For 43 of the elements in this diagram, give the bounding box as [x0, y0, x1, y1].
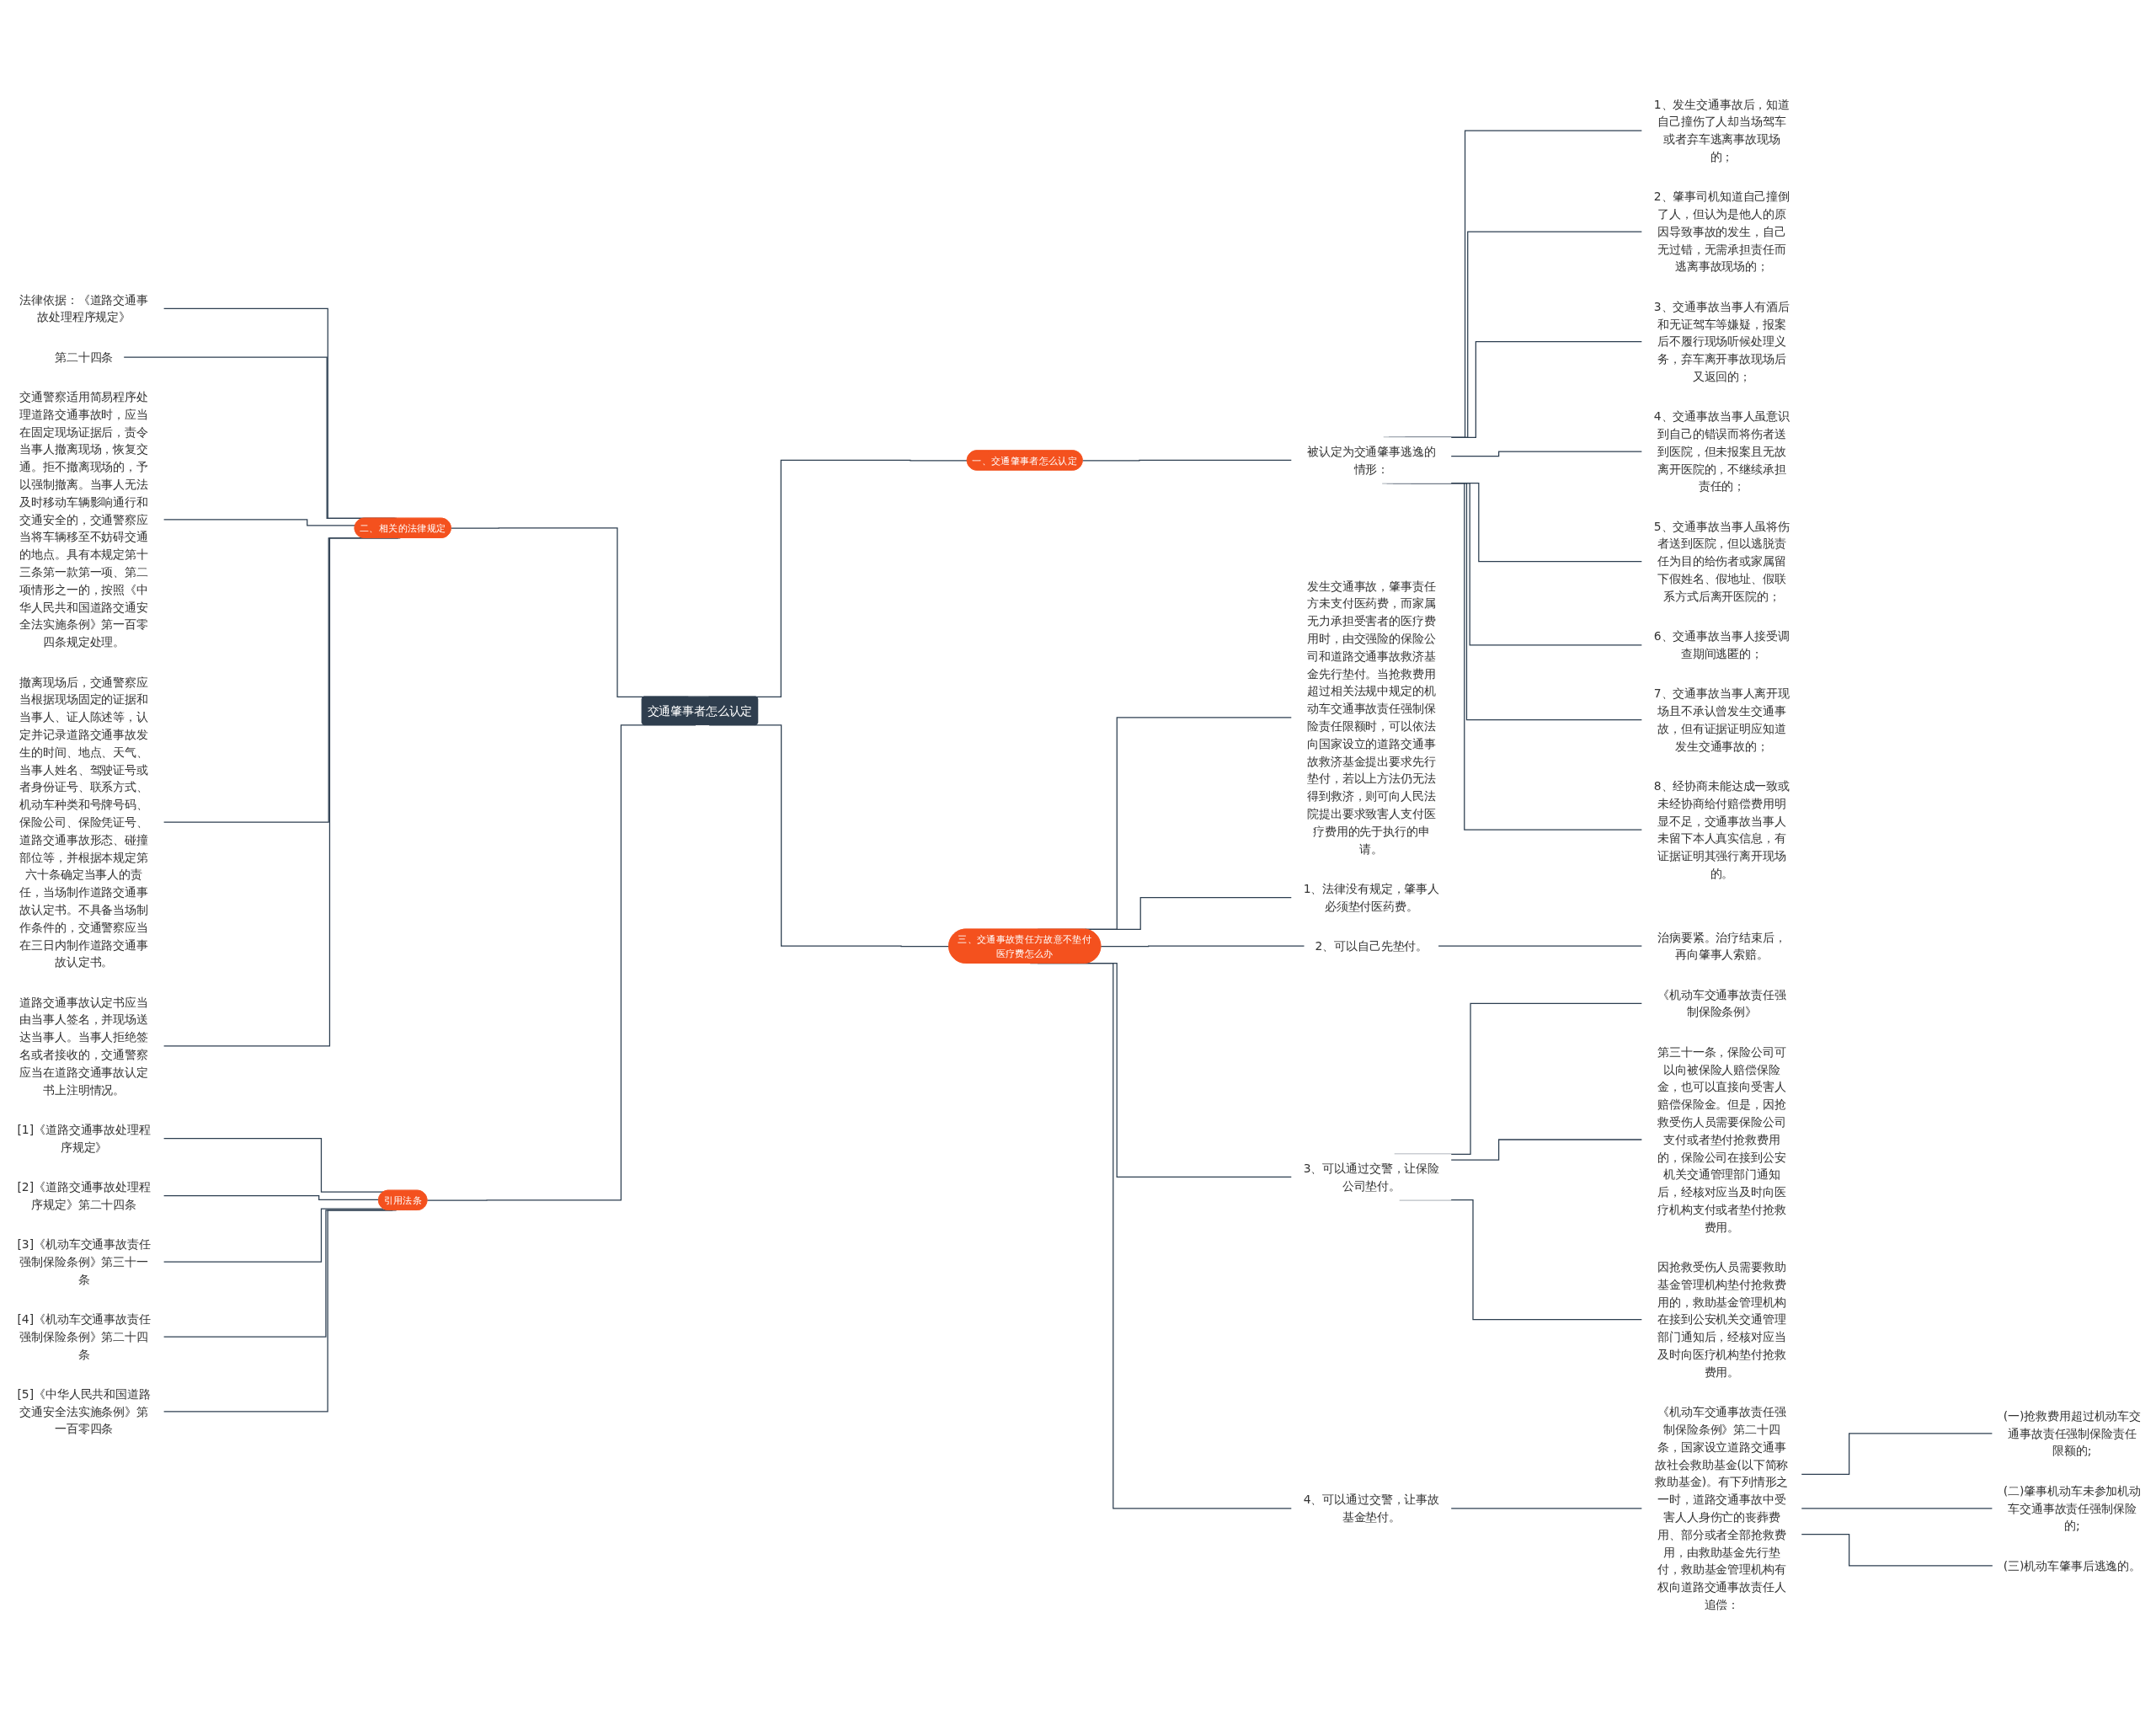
connector [1801, 1534, 1993, 1567]
node-text: 法律依据：《道路交通事故处理程序规定》 [19, 293, 148, 324]
node-text: 1、发生交通事故后，知道自己撞伤了人却当场驾车或者弃车逃离事故现场的； [1653, 97, 1790, 164]
node-text: 3、交通事故当事人有酒后和无证驾车等嫌疑，报案后不履行现场听候处理义务，弃车离开事故现场后又返回的； [1653, 300, 1790, 384]
connector [1450, 451, 1643, 457]
node-text: 因抢救受伤人员需要救助基金管理机构垫付抢救费用的，救助基金管理机构在接到公安机关交通管理部门通知后，经核对应当及时向医疗机构垫付抢救费用。 [1657, 1260, 1786, 1379]
node-text: [2]《道路交通事故处理程序规定》第二十四条 [17, 1180, 151, 1211]
node-text: 6、交通事故当事人接受调查期间逃匿的； [1653, 629, 1790, 661]
connector [1801, 1433, 1993, 1475]
node-text: 《机动车交通事故责任强制保险条例》 [1657, 988, 1786, 1019]
connector [1100, 945, 1305, 948]
node-text: [1]《道路交通事故处理程序规定》 [17, 1123, 151, 1154]
node-text: 治病要紧。治疗结束后，再向肇事人索赔。 [1657, 930, 1786, 962]
connector [1450, 1508, 1643, 1509]
node-text: 第三十一条，保险公司可以向被保险人赔偿保险金，也可以直接向受害人赔偿保险金。但是，因抢救受伤人员需要保险公司支付或者垫付抢救费用的，保险公司在接到公安机关交通管理部门通知后，经核对应当及时向医疗机构支付或者垫付抢救费用。 [1657, 1045, 1786, 1234]
connector [1438, 945, 1643, 947]
node-text: 第二十四条 [54, 350, 114, 364]
node-text: 7、交通事故当事人离开现场且不承认曾发生交通事故，但有证据证明应知道发生交通事故的； [1653, 686, 1790, 753]
node-text: 4、可以通过交警，让事故基金垫付。 [1303, 1493, 1440, 1525]
node-text: [5]《中华人民共和国道路交通安全法实施条例》第一百零四条 [17, 1387, 151, 1436]
node-text: (一)抢救费用超过机动车交通事故责任强制保险责任限额的; [2003, 1409, 2142, 1458]
node-text: 4、交通事故当事人虽意识到自己的错误而将伤者送到医院，但未报案且无故离开医院的，不继续承担责任的； [1653, 409, 1790, 494]
connector [163, 1137, 384, 1193]
node-text: 撤离现场后，交通警察应当根据现场固定的证据和当事人、证人陈述等，认定并记录道路交通事故发生的时间、地点、天气、当事人姓名、驾驶证号或者身份证号、联系方式、机动车种类和号牌号码、保险公司、保险凭证号、道路交通事故形态、碰撞部位等，并根据本规定第六十条确定当事人的责任，当场制作道路交通事故认定书。不具备当场制作条件的，交通警察应当在三日内制作道路交通事故认定书。 [19, 675, 148, 969]
node-text: 5、交通事故当事人虽将伤者送到医院，但以逃脱责任为目的给伤者或家属留下假姓名、假地址、假联系方式后离开医院的； [1653, 520, 1790, 604]
node-text: 发生交通事故，肇事责任方未支付医药费，而家属无力承担受害者的医疗费用时，由交强险的保险公司和道路交通事故救济基金先行垫付。当抢救费用超过相关法规中规定的机动车交通事故责任强制保险责任限额时，可以依法向国家设立的道路交通事故救济基金提出要求先行垫付，若以上方法仍无法得到救济，则可向人民法院提出要求致害人支付医疗费用的先于执行的申请。 [1307, 579, 1436, 856]
node-text: (二)肇事机动车未参加机动车交通事故责任强制保险的; [2003, 1484, 2142, 1533]
connector [1801, 1508, 1993, 1509]
node-text: 2、肇事司机知道自己撞倒了人，但认为是他人的原因导致事故的发生，自己无过错，无需承担责任而逃离事故现场的； [1653, 190, 1790, 274]
node-text: 交通警察适用简易程序处理道路交通事故时，应当在固定现场证据后，责令当事人撤离现场，恢复交通。拒不撤离现场的，予以强制撤离。当事人无法及时移动车辆影响通行和交通安全的，交通警察应当将车辆移至不妨碍交通的地点。具有本规定第十三条第一款第一项、第二项情形之一的，按照《中华人民共和国道路交通安全法实施条例》第一百零四条规定处理。 [19, 390, 148, 649]
node-text: [3]《机动车交通事故责任强制保险条例》第三十一条 [17, 1237, 151, 1286]
connector [1081, 459, 1293, 462]
node-text: 1、法律没有规定，肇事人必须垫付医药费。 [1303, 882, 1440, 913]
node-text: [4]《机动车交通事故责任强制保险条例》第二十四条 [17, 1312, 151, 1361]
connector [163, 519, 356, 526]
connector [163, 1195, 380, 1200]
node-text: 2、可以自己先垫付。 [1315, 939, 1428, 953]
node-text: 8、经协商未能达成一致或未经协商给付赔偿费用明显不足，交通事故当事人未留下本人真实信息，有证据证明其强行离开现场的。 [1653, 779, 1790, 881]
connector [163, 1208, 384, 1263]
node-text: 《机动车交通事故责任强制保险条例》第二十四条，国家设立道路交通事故社会救助基金(以下简称救助基金)。有下列情形之一时，道路交通事故中受害人人身伤亡的丧葬费用、部分或者全部抢救费用，由救助基金先行垫付，救助基金管理机构有权向道路交通事故责任人追偿： [1655, 1405, 1789, 1612]
connector [1450, 1139, 1643, 1161]
node-text: 道路交通事故认定书应当由当事人签名，并现场送达当事人。当事人拒绝签名或者接收的，交通警察应当在道路交通事故认定书上注明情况。 [19, 996, 148, 1097]
node-text: (三)机动车肇事后逃逸的。 [2003, 1558, 2142, 1573]
